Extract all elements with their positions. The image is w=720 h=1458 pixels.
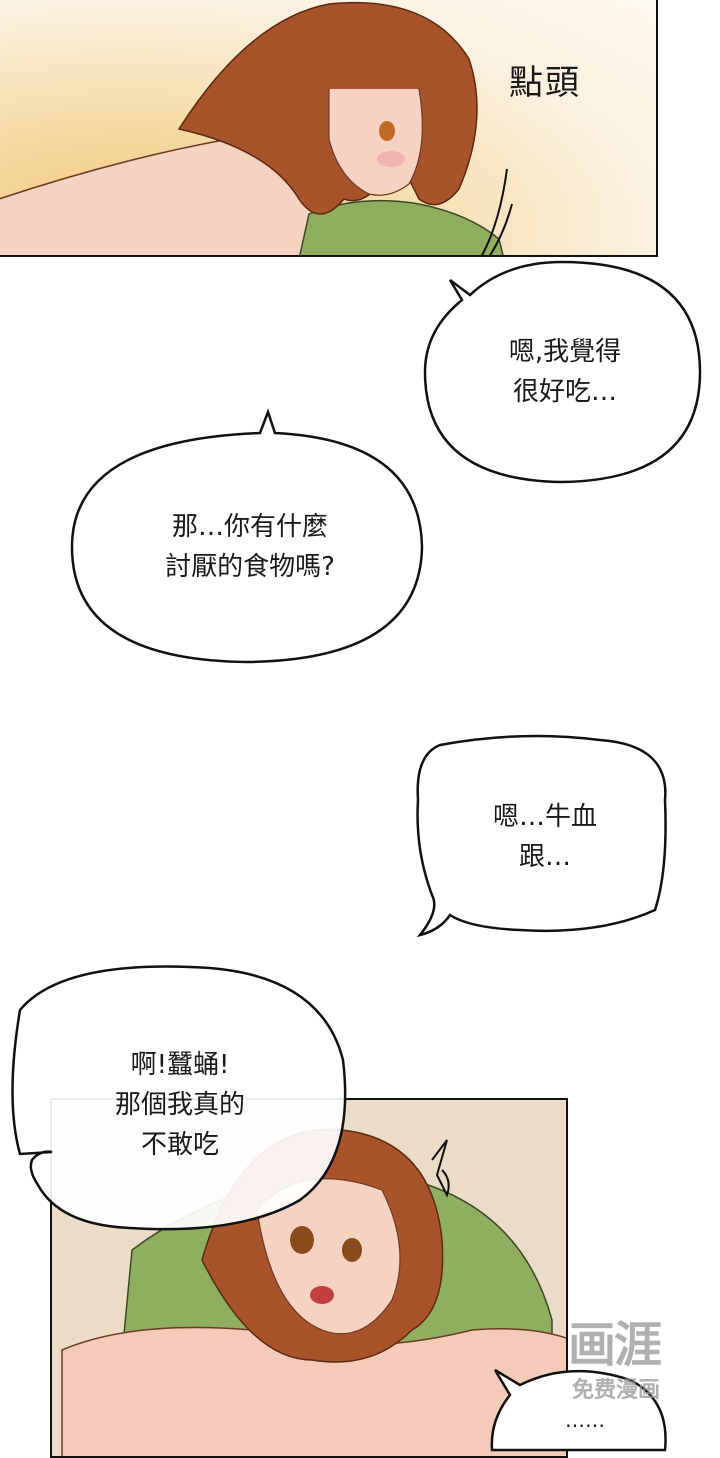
bubble-3-line-1: 嗯…牛血 (492, 802, 597, 832)
shock-mark (431, 1139, 450, 1198)
speech-bubble-2 (70, 408, 424, 664)
bubble-1-line-1: 嗯,我覺得 (508, 337, 622, 367)
bubble-3-line-2: 跟… (518, 842, 571, 872)
bubble-5-line-1: …… (565, 1408, 605, 1432)
panel-bottom-artwork (61, 1128, 566, 1456)
bubble-2-line-1: 那…你有什麼 (171, 512, 328, 542)
bubble-4-text: 啊!蠶蛹! 那個我真的 不敢吃 (60, 1045, 300, 1165)
bubble-5-text: …… (530, 1400, 640, 1440)
bubble-1-text: 嗯,我覺得 很好吃… (470, 332, 660, 412)
panel-top-artwork (0, 1, 513, 255)
speech-bubble-4 (11, 965, 347, 1231)
bubble-3-text: 嗯…牛血 跟… (460, 797, 630, 877)
bubble-4-line-2: 那個我真的 (114, 1090, 245, 1120)
bubble-4-line-3: 不敢吃 (140, 1130, 219, 1160)
watermark-tagline: 免费漫画 (572, 1378, 661, 1403)
comic-panel-top: 點頭 (0, 0, 658, 257)
sfx-nod-text: 點頭 (509, 63, 581, 103)
watermark-logo: 画涯 (568, 1317, 662, 1373)
bubble-2-line-2: 討厭的食物嗎? (165, 552, 335, 582)
bubble-1-line-2: 很好吃… (512, 377, 617, 407)
speech-bubble-1 (423, 260, 702, 484)
speech-bubble-3 (416, 734, 667, 938)
comic-panel-bottom (50, 1098, 568, 1458)
bubble-4-line-1: 啊!蠶蛹! (130, 1050, 230, 1080)
motion-line (481, 168, 508, 255)
bubble-2-text: 那…你有什麼 討厭的食物嗎? (120, 507, 380, 587)
speech-bubble-5 (490, 1368, 667, 1452)
